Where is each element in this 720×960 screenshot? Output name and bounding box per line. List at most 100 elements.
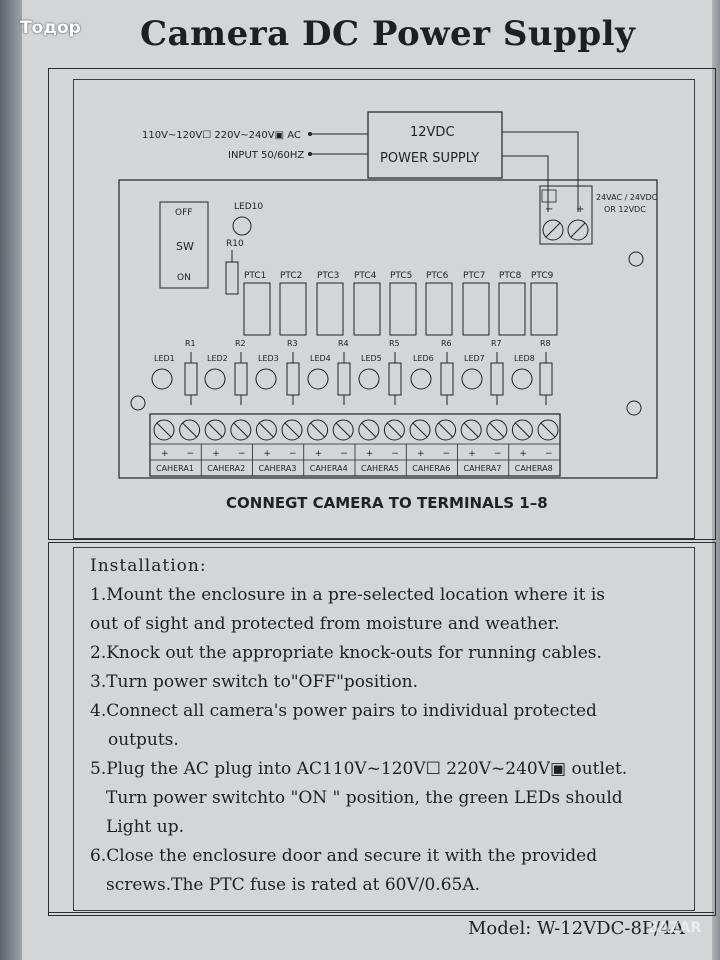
terminal-polarity: − xyxy=(545,449,553,459)
terminal-screw xyxy=(409,419,431,441)
led-label: LED3 xyxy=(258,354,279,363)
terminal-screw xyxy=(383,419,405,441)
diagram-frame xyxy=(48,68,716,540)
camera-terminal-label: CAHERA2 xyxy=(207,464,245,473)
output-minus: − xyxy=(545,204,553,215)
camera-terminal-label: CAHERA6 xyxy=(412,464,450,473)
resistor-label: R5 xyxy=(389,339,400,348)
output-terminal-block xyxy=(539,185,593,245)
camera-terminal-strip xyxy=(149,413,561,477)
ptc-label: PTC6 xyxy=(426,271,449,281)
terminal-polarity: − xyxy=(391,449,399,459)
led10 xyxy=(232,216,252,236)
terminal-screw xyxy=(307,419,329,441)
footer-divider xyxy=(48,912,714,913)
status-led xyxy=(358,368,380,390)
psu-line1: 12VDC xyxy=(410,125,455,140)
ptc-label: PTC2 xyxy=(280,271,302,281)
installation-line: 6.Close the enclosure door and secure it… xyxy=(90,846,598,866)
mounting-hole xyxy=(628,251,644,267)
terminal-screw xyxy=(511,419,533,441)
camera-terminal-label: CAHERA8 xyxy=(515,464,553,473)
resistor-label: R3 xyxy=(287,339,298,348)
output-plus: + xyxy=(576,204,584,215)
resistor xyxy=(490,362,504,396)
terminal-screw xyxy=(358,419,380,441)
led-label: LED4 xyxy=(310,354,331,363)
camera-terminal-label: CAHERA3 xyxy=(259,464,297,473)
status-led xyxy=(307,368,329,390)
ptc-fuse xyxy=(530,282,558,336)
led10-label: LED10 xyxy=(234,202,263,212)
status-led xyxy=(410,368,432,390)
ptc-label: PTC3 xyxy=(317,271,339,281)
camera-terminal-label: CAHERA5 xyxy=(361,464,399,473)
installation-line: 1.Mount the enclosure in a pre-selected … xyxy=(90,585,605,605)
terminal-polarity: + xyxy=(519,449,527,459)
terminal-screw xyxy=(537,419,559,441)
mounting-hole xyxy=(130,395,146,411)
r10-resistor xyxy=(225,261,239,295)
led-label: LED5 xyxy=(361,354,382,363)
terminal-polarity: + xyxy=(161,449,169,459)
terminal-screw xyxy=(281,419,303,441)
ptc-fuse xyxy=(316,282,344,336)
terminal-polarity: − xyxy=(187,449,195,459)
installation-section: Installation: 1.Mount the enclosure in a… xyxy=(90,552,690,900)
ptc-label: PTC4 xyxy=(354,271,377,281)
resistor-label: R8 xyxy=(540,339,551,348)
resistor-label: R4 xyxy=(338,339,349,348)
resistor-label: R6 xyxy=(441,339,452,348)
ptc-label: PTC7 xyxy=(463,271,485,281)
r10-label: R10 xyxy=(226,239,244,249)
output-voltage-label: 24VAC / 24VDC xyxy=(596,193,658,202)
resistor xyxy=(337,362,351,396)
terminal-screw xyxy=(230,419,252,441)
diagram-inner-frame xyxy=(73,79,695,539)
resistor xyxy=(388,362,402,396)
terminal-screw xyxy=(179,419,201,441)
status-led xyxy=(255,368,277,390)
terminal-polarity: + xyxy=(212,449,220,459)
terminal-screw xyxy=(486,419,508,441)
output-terminal-screw xyxy=(542,219,564,241)
installation-line: out of sight and protected from moisture… xyxy=(90,614,560,634)
installation-line: 3.Turn power switch to"OFF"position. xyxy=(90,672,419,692)
terminal-screw xyxy=(153,419,175,441)
psu-block xyxy=(367,111,503,179)
terminal-screw xyxy=(204,419,226,441)
resistor xyxy=(234,362,248,396)
terminal-screw xyxy=(460,419,482,441)
led-label: LED1 xyxy=(154,354,175,363)
ptc-fuse xyxy=(462,282,490,336)
status-led xyxy=(461,368,483,390)
installation-line: 4.Connect all camera's power pairs to in… xyxy=(90,701,597,721)
camera-terminal-label: CAHERA1 xyxy=(156,464,194,473)
installation-line: Light up. xyxy=(106,817,185,837)
terminal-polarity: + xyxy=(366,449,374,459)
input-voltage-label: 110V~120V☐ 220V~240V▣ AC xyxy=(142,130,301,141)
resistor xyxy=(286,362,300,396)
terminal-polarity: + xyxy=(263,449,271,459)
output-voltage-label-2: OR 12VDC xyxy=(604,205,646,214)
terminal-polarity: − xyxy=(238,449,246,459)
terminal-screw xyxy=(255,419,277,441)
ptc-label: PTC5 xyxy=(390,271,412,281)
camera-terminal-label: CAHERA4 xyxy=(310,464,348,473)
terminal-polarity: + xyxy=(315,449,323,459)
connect-instruction: CONNEGT CAMERA TO TERMINALS 1–8 xyxy=(226,494,548,512)
terminal-polarity: + xyxy=(468,449,476,459)
label-panel xyxy=(22,0,712,960)
model-number: Model: W-12VDC-8P/4A xyxy=(468,918,685,939)
installation-line: 2.Knock out the appropriate knock-outs f… xyxy=(90,643,602,663)
installation-line: screws.The PTC fuse is rated at 60V/0.65… xyxy=(106,875,481,895)
led-label: LED8 xyxy=(514,354,535,363)
installation-line: Turn power switchto "ON " position, the … xyxy=(106,788,623,808)
switch-on-label: ON xyxy=(177,273,191,283)
ptc-label: PTC1 xyxy=(244,271,266,281)
resistor-label: R7 xyxy=(491,339,502,348)
watermark: Тодор xyxy=(20,18,81,38)
terminal-screw xyxy=(332,419,354,441)
terminal-polarity: − xyxy=(494,449,502,459)
